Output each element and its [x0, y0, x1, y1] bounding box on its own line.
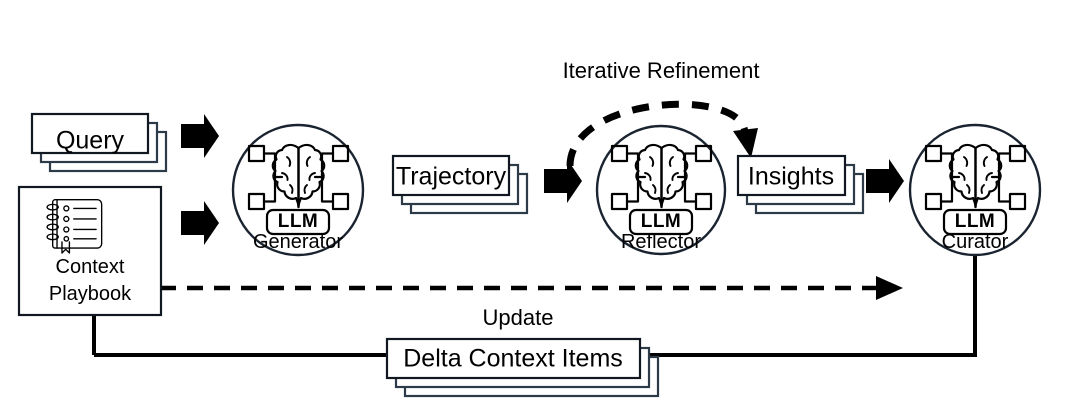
playbook-box-frame [17, 185, 163, 317]
query-card-stack[interactable]: Query [30, 112, 168, 173]
playbook-label-line1: Context [56, 256, 125, 278]
playbook-context-flow-edge [160, 276, 903, 300]
playbook-label-line2: Playbook [49, 283, 132, 305]
iterative-refinement-label: Iterative Refinement [563, 58, 760, 83]
delta-context-items-card-stack[interactable]: Delta Context Items [385, 337, 660, 398]
insights-card-front [736, 154, 847, 197]
generator-label: Generator [253, 231, 343, 253]
insights-card-stack[interactable]: Insights [736, 154, 865, 215]
delta-card-label: Delta Context Items [403, 345, 623, 373]
query-to-generator-arrow [181, 114, 219, 158]
trajectory-card-label: Trajectory [396, 163, 507, 191]
generator-llm-text: LLM [278, 211, 319, 232]
update-label: Update [483, 305, 554, 330]
trajectory-card-stack[interactable]: Trajectory [391, 154, 529, 215]
delta-card-front [385, 337, 642, 380]
context-playbook-box[interactable]: Context Playbook [17, 185, 163, 317]
node-generator[interactable]: LLM Generator [231, 123, 365, 257]
curator-llm-badge [942, 208, 1008, 236]
trajectory-card-front [391, 154, 511, 197]
query-card-front [30, 112, 150, 155]
arrowhead-arc-end [733, 128, 758, 158]
playbook-to-generator-arrow [181, 201, 219, 245]
arrowhead-right-dashed [876, 276, 903, 300]
generator-llm-badge [265, 208, 331, 236]
curator-label: Curator [942, 231, 1009, 253]
reflector-label: Reflector [621, 231, 701, 253]
trajectory-to-reflector-arrow [544, 159, 582, 203]
reflector-self-loop-edge [566, 100, 758, 167]
query-card-label: Query [56, 127, 125, 155]
reflector-llm-text: LLM [641, 211, 682, 232]
node-curator[interactable]: LLM Curator [908, 123, 1042, 257]
node-reflector[interactable]: LLM Reflector [595, 124, 727, 256]
insights-card-label: Insights [748, 163, 834, 191]
curator-llm-text: LLM [955, 211, 996, 232]
insights-to-curator-arrow [866, 159, 904, 203]
reflector-llm-badge [628, 208, 694, 236]
